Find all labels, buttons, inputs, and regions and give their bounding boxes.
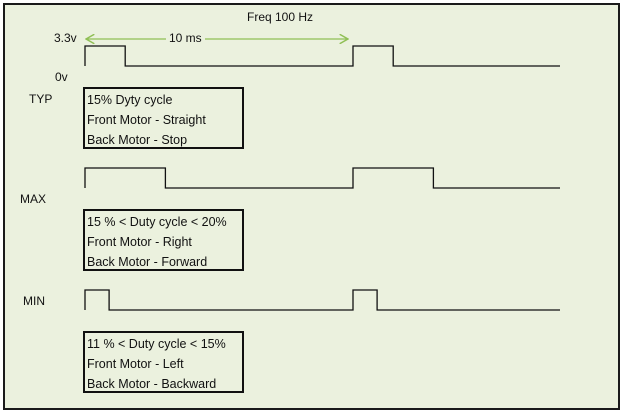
typ-back-motor-text: Back Motor - Stop <box>87 133 188 147</box>
period-label: 10 ms <box>166 31 205 45</box>
max-back-motor-text: Back Motor - Forward <box>87 255 208 269</box>
typ-front-motor-text: Front Motor - Straight <box>87 113 206 127</box>
max-waveform <box>84 167 560 189</box>
min-front-motor-text: Front Motor - Left <box>87 357 184 371</box>
max-info-box: 15 % < Duty cycle < 20% Front Motor - Ri… <box>83 209 244 271</box>
min-label: MIN <box>23 294 45 308</box>
min-back-motor-text: Back Motor - Backward <box>87 377 217 391</box>
max-duty-cycle-text: 15 % < Duty cycle < 20% <box>87 215 227 229</box>
typ-info-box: 15% Dyty cycle Front Motor - Straight Ba… <box>83 87 244 149</box>
min-waveform <box>84 289 560 311</box>
min-duty-cycle-text: 11 % < Duty cycle < 15% <box>87 337 226 351</box>
typ-waveform <box>84 45 560 67</box>
diagram-frame <box>3 3 620 410</box>
typ-duty-cycle-text: 15% Dyty cycle <box>87 93 173 107</box>
low-level-label: 0v <box>55 70 68 84</box>
min-info-box: 11 % < Duty cycle < 15% Front Motor - Le… <box>83 331 244 393</box>
high-level-label: 3.3v <box>54 31 77 45</box>
typ-label: TYP <box>29 92 53 106</box>
max-front-motor-text: Front Motor - Right <box>87 235 192 249</box>
frequency-label: Freq 100 Hz <box>247 10 314 24</box>
max-label: MAX <box>20 192 47 206</box>
